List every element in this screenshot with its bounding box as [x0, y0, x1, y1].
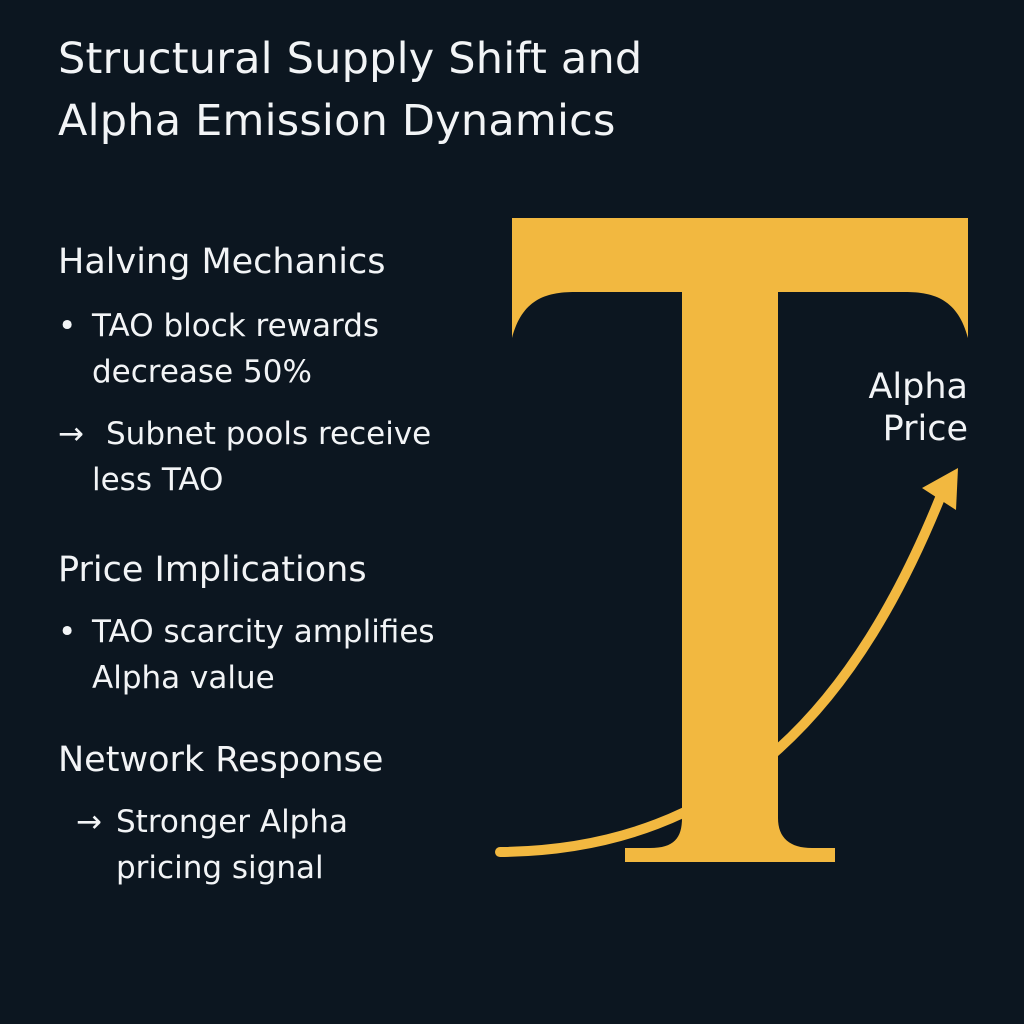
- alpha-price-label-line-1: Alpha: [868, 367, 968, 407]
- bullet-icon: •: [58, 308, 77, 344]
- list-item-line: TAO block rewards: [92, 308, 380, 344]
- section-heading-price-implications: Price Implications: [58, 550, 367, 590]
- bullet-icon: •: [58, 614, 77, 650]
- list-item-line: TAO scarcity amplifies: [92, 614, 435, 650]
- title-line-1: Structural Supply Shift and: [58, 34, 643, 84]
- list-item-line: decrease 50%: [92, 354, 312, 390]
- page-title: Structural Supply Shift and Alpha Emissi…: [58, 28, 642, 152]
- list-item-line: Alpha value: [92, 660, 275, 696]
- list-item-line: pricing signal: [116, 850, 324, 886]
- arrow-right-icon: →: [76, 804, 102, 840]
- title-line-2: Alpha Emission Dynamics: [58, 96, 616, 146]
- rising-curve-arrow-icon: [495, 468, 958, 857]
- list-item-line: Stronger Alpha: [116, 804, 349, 840]
- list-item-line: Subnet pools receive: [106, 416, 432, 452]
- alpha-price-label: Alpha Price: [868, 366, 968, 450]
- section-heading-network-response: Network Response: [58, 740, 384, 780]
- tao-letter-t-icon: [512, 218, 968, 862]
- list-item-line: less TAO: [92, 462, 224, 498]
- alpha-price-label-line-2: Price: [882, 409, 968, 449]
- section-heading-halving-mechanics: Halving Mechanics: [58, 242, 386, 282]
- arrow-right-icon: →: [58, 416, 84, 452]
